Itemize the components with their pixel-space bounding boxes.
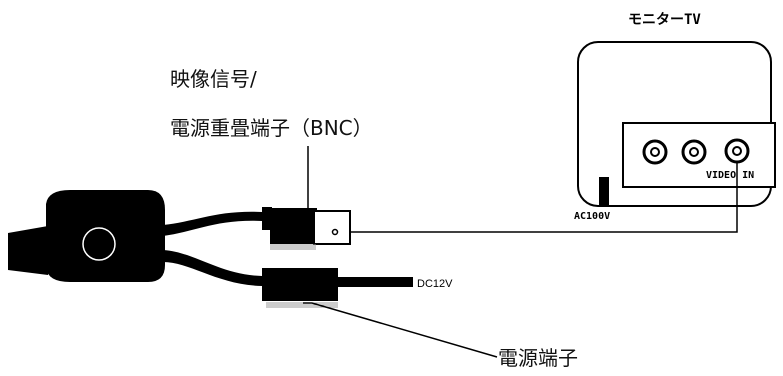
bnc-connector-body	[270, 208, 317, 244]
video-signal-label-line1: 映像信号/	[170, 67, 257, 91]
power-cable	[163, 250, 262, 286]
video-jack-1	[642, 139, 668, 165]
video-signal-wire	[350, 162, 738, 233]
ac-power-label: AC100V	[574, 211, 610, 222]
video-signal-label-line2: 電源重畳端子（BNC）	[170, 116, 373, 140]
monitor-tv	[577, 41, 776, 207]
video-jack-2	[681, 139, 707, 165]
video-cable	[163, 211, 262, 236]
wiring	[303, 146, 738, 358]
dc-connector-body	[262, 268, 338, 301]
video-in-label: VIDEO IN	[706, 170, 754, 181]
ac-power-cord	[599, 177, 609, 207]
camera-lens-icon	[82, 227, 116, 261]
power-label-leader	[303, 302, 498, 358]
camera-cables	[163, 211, 262, 286]
bnc-connector-tip	[313, 210, 351, 245]
dc-power-label: DC12V	[417, 278, 453, 290]
dc-connector	[262, 268, 413, 308]
dc-power-lead	[338, 277, 413, 287]
monitor-title: モニターTV	[628, 12, 701, 28]
power-terminal-label: 電源端子	[498, 346, 578, 370]
video-jack-3	[724, 138, 750, 164]
bnc-hatch	[270, 244, 316, 250]
bnc-connector	[262, 207, 351, 250]
camera-lens-housing	[8, 226, 48, 275]
camera-unit	[8, 190, 165, 282]
dc-hatch	[266, 302, 338, 308]
